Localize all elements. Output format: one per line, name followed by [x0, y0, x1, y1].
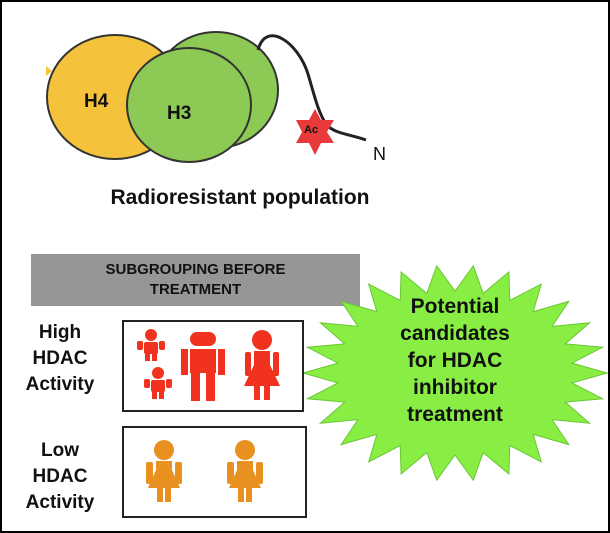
- woman-figure-icon: [244, 330, 280, 400]
- population-title: Radioresistant population: [110, 186, 370, 209]
- child-figure-icon: [137, 329, 165, 361]
- h3-histone-front: [126, 47, 252, 163]
- banner-line: SUBGROUPING BEFORE: [105, 261, 286, 278]
- h3-label: H3: [167, 103, 192, 124]
- low-hdac-figures: [146, 440, 263, 502]
- burst-line: candidates: [400, 322, 510, 345]
- group-label-line: HDAC: [32, 348, 88, 369]
- subgrouping-banner: SUBGROUPING BEFORE TREATMENT: [31, 254, 360, 306]
- acetyl-label: Ac: [304, 124, 319, 136]
- group-label-line: High: [38, 322, 82, 343]
- woman-figure-icon: [227, 440, 263, 502]
- group-label-line: HDAC: [32, 466, 88, 487]
- man-figure-icon: [181, 332, 225, 401]
- h4-label: H4: [84, 91, 109, 112]
- high-hdac-figures: [137, 329, 280, 401]
- child-figure-icon: [144, 367, 172, 399]
- acetyl-star: [296, 109, 334, 155]
- group-label-line: Low: [41, 440, 79, 461]
- nucleosome-illustration: [46, 31, 367, 163]
- burst-line: inhibitor: [413, 376, 497, 399]
- n-terminus-label: N: [373, 144, 386, 164]
- low-hdac-label: Low HDAC Activity: [14, 438, 106, 516]
- high-hdac-label: High HDAC Activity: [14, 320, 106, 398]
- burst-text: Potential candidates for HDAC inhibitor …: [370, 293, 540, 428]
- burst-line: Potential: [410, 295, 500, 318]
- histone-tail: [256, 34, 367, 142]
- burst-line: treatment: [407, 403, 503, 426]
- h4-tail-marker: [46, 66, 52, 76]
- group-label-line: Activity: [25, 492, 95, 513]
- woman-figure-icon: [146, 440, 182, 502]
- group-label-line: Activity: [25, 374, 95, 395]
- banner-line: TREATMENT: [149, 281, 242, 298]
- burst-line: for HDAC: [407, 349, 503, 372]
